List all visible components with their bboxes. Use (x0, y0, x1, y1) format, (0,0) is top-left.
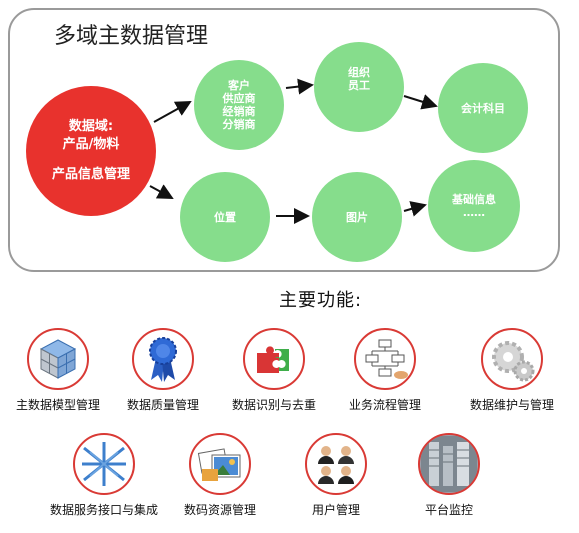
partners-line1: 客户 (228, 79, 250, 92)
feature-data-quality: 数据质量管理 (103, 328, 223, 413)
cube-model-icon (27, 328, 89, 390)
org-line2: 员工 (348, 79, 370, 92)
puzzle-icon (243, 328, 305, 390)
feature-label: 用户管理 (311, 503, 360, 517)
basic-info-node: 基础信息 …… (428, 160, 520, 252)
master-data-node: 数据域: 产品/物料 产品信息管理 (26, 86, 156, 216)
feature-label: 数据识别与去重 (231, 398, 316, 412)
feature-label: 数据维护与管理 (469, 398, 554, 412)
feature-user-management: 用户管理 (276, 433, 396, 518)
basic-line1: 基础信息 (452, 193, 496, 206)
feature-data-maintenance: 数据维护与管理 (452, 328, 572, 413)
location-line1: 位置 (214, 210, 236, 224)
feature-service-interface: 数据服务接口与集成 (44, 433, 164, 518)
location-node: 位置 (180, 172, 270, 262)
features-title: 主要功能: (279, 290, 363, 311)
gears-icon (481, 328, 543, 390)
photos-icon (189, 433, 251, 495)
flowchart-icon (354, 328, 416, 390)
master-node-line2: 产品/物料 (62, 137, 120, 152)
org-node: 组织 员工 (314, 42, 404, 132)
feature-label: 业务流程管理 (348, 398, 421, 412)
feature-identify-dedupe: 数据识别与去重 (214, 328, 334, 413)
master-node-line1: 数据域: (68, 119, 114, 134)
accounting-node: 会计科目 (438, 63, 528, 153)
partners-line4: 分销商 (222, 118, 256, 131)
feature-master-data-model: 主数据模型管理 (0, 328, 118, 413)
image-node: 图片 (312, 172, 402, 262)
org-line1: 组织 (348, 66, 370, 79)
crossing-arrows-icon (73, 433, 135, 495)
partners-line3: 经销商 (222, 105, 256, 118)
users-icon (305, 433, 367, 495)
basic-line2: …… (463, 206, 485, 219)
feature-label: 数据质量管理 (126, 398, 199, 412)
partners-line2: 供应商 (222, 92, 256, 105)
accounting-line1: 会计科目 (461, 101, 505, 115)
master-node-line3: 产品信息管理 (51, 167, 130, 182)
ribbon-award-icon (132, 328, 194, 390)
server-racks-icon (418, 433, 480, 495)
feature-platform-monitoring: 平台监控 (389, 433, 509, 518)
image-line1: 图片 (346, 210, 368, 224)
feature-label: 平台监控 (424, 503, 473, 517)
feature-label: 数码资源管理 (183, 503, 256, 517)
feature-label: 主数据模型管理 (15, 398, 100, 412)
feature-label: 数据服务接口与集成 (49, 503, 158, 517)
feature-process-management: 业务流程管理 (325, 328, 445, 413)
feature-digital-assets: 数码资源管理 (160, 433, 280, 518)
panel-title: 多域主数据管理 (54, 24, 209, 49)
partners-node: 客户 供应商 经销商 分销商 (194, 60, 284, 150)
